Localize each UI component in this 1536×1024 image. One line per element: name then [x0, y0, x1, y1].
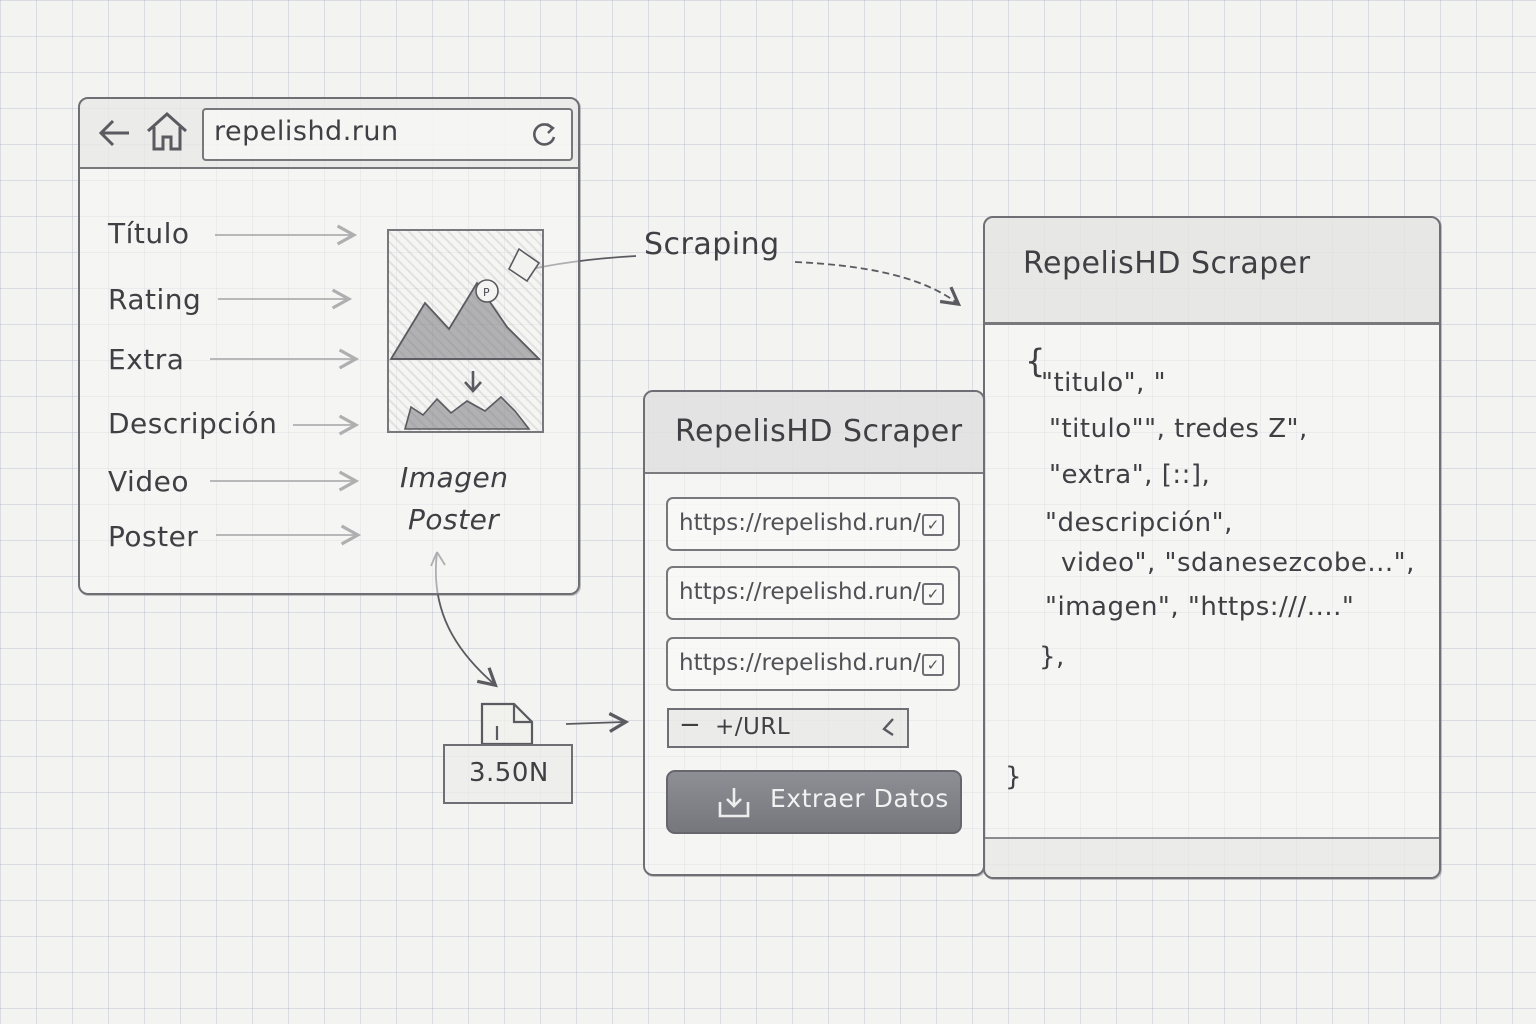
- url-checkbox-1[interactable]: ✓: [922, 514, 944, 536]
- json-line-3: "titulo"", tredes Z",: [1049, 414, 1308, 444]
- url-checkbox-2[interactable]: ✓: [922, 583, 944, 605]
- arrow-file-to-form: [565, 712, 630, 733]
- json-line-2: "titulo", ": [1041, 368, 1167, 398]
- field-label-poster: Poster: [108, 520, 199, 553]
- json-line-6: video", "sdanesezcobe...",: [1061, 548, 1415, 578]
- add-url-button[interactable]: − +/URL: [667, 708, 909, 748]
- export-icon: [718, 788, 750, 818]
- json-line-9: }: [1005, 762, 1023, 792]
- reload-icon[interactable]: [529, 119, 559, 149]
- browser-window: repelishd.run Título Rating Extra Descri…: [78, 97, 580, 595]
- field-label-video: Video: [108, 465, 189, 498]
- file-icon: [480, 702, 534, 746]
- home-icon[interactable]: [144, 109, 190, 153]
- scraper-form-title: RepelisHD Scraper: [675, 414, 963, 449]
- url-input-3[interactable]: https://repelishd.run/ ✓: [666, 637, 960, 691]
- json-line-5: "descripción",: [1045, 508, 1233, 538]
- field-label-rating: Rating: [108, 283, 202, 316]
- scraper-output-window: RepelisHD Scraper { "titulo", " "titulo"…: [983, 216, 1441, 879]
- minus-icon: −: [679, 710, 702, 740]
- url-input-1[interactable]: https://repelishd.run/ ✓: [666, 497, 960, 551]
- scraper-output-title: RepelisHD Scraper: [1023, 246, 1311, 281]
- address-bar[interactable]: repelishd.run: [202, 108, 573, 161]
- back-arrow-icon[interactable]: [95, 113, 135, 153]
- extract-data-button[interactable]: Extraer Datos: [666, 770, 962, 834]
- field-label-descripcion: Descripción: [108, 407, 278, 440]
- address-bar-url: repelishd.run: [214, 116, 399, 147]
- poster-image: P: [387, 229, 544, 433]
- url-checkbox-3[interactable]: ✓: [922, 654, 944, 676]
- arrow-scraping-to-output: [794, 261, 962, 307]
- json-line-4: "extra", [::],: [1049, 460, 1211, 490]
- file-size-badge: 3.50N: [443, 744, 573, 804]
- scraper-output-header: RepelisHD Scraper: [985, 218, 1439, 325]
- url-input-1-value: https://repelishd.run/: [679, 510, 921, 536]
- field-label-extra: Extra: [108, 343, 185, 376]
- add-url-label: +/URL: [715, 714, 791, 740]
- json-line-8: },: [1039, 642, 1065, 672]
- poster-caption-imagen: Imagen: [400, 461, 509, 494]
- chevron-icon: [882, 718, 894, 736]
- scraping-label: Scraping: [644, 227, 780, 262]
- extract-data-label: Extraer Datos: [770, 784, 949, 813]
- svg-text:P: P: [483, 286, 490, 299]
- scraper-output-footer: [985, 837, 1439, 877]
- scraper-form-header: RepelisHD Scraper: [645, 392, 983, 474]
- poster-caption-poster: Poster: [408, 503, 500, 536]
- scraper-form-window: RepelisHD Scraper https://repelishd.run/…: [643, 390, 985, 876]
- url-input-3-value: https://repelishd.run/: [679, 650, 921, 676]
- url-input-2-value: https://repelishd.run/: [679, 579, 921, 605]
- url-input-2[interactable]: https://repelishd.run/ ✓: [666, 566, 960, 620]
- json-line-1: {: [1025, 342, 1046, 380]
- file-size-text: 3.50N: [469, 758, 549, 788]
- poster-mountain-icon: P: [389, 247, 542, 430]
- field-label-titulo: Título: [108, 217, 190, 250]
- json-line-7: "imagen", "https:///....": [1045, 592, 1355, 622]
- browser-toolbar: repelishd.run: [80, 99, 578, 169]
